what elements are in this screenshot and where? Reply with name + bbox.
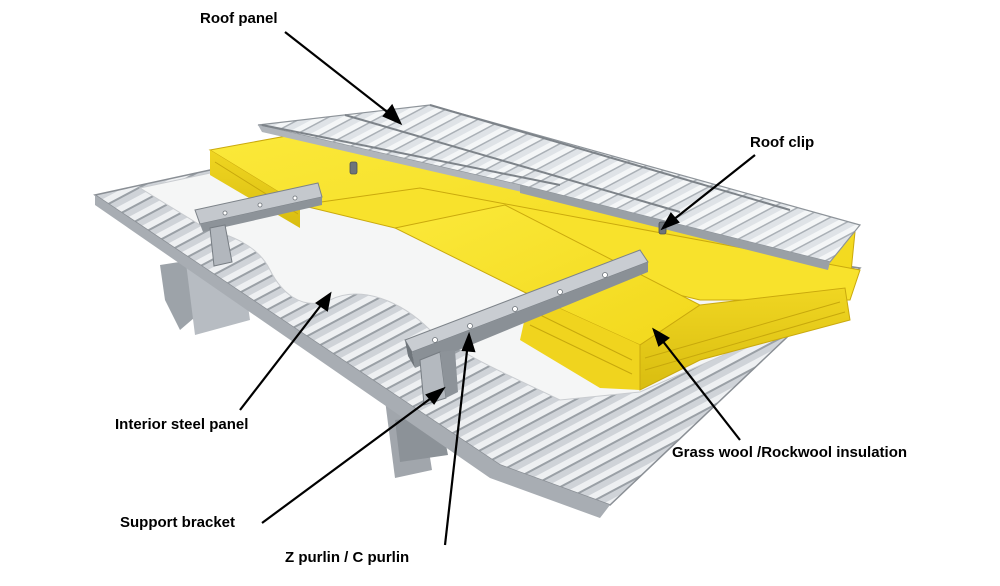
- label-roof-panel: Roof panel: [200, 10, 278, 27]
- label-support-bracket: Support bracket: [120, 514, 236, 531]
- roof-panel: [257, 104, 862, 270]
- label-insulation: Grass wool /Rockwool insulation: [672, 444, 908, 461]
- support-brackets: [209, 224, 458, 406]
- label-roof-clip: Roof clip: [750, 134, 815, 151]
- leader-lines: [239, 31, 756, 546]
- label-interior-steel-panel: Interior steel panel: [115, 416, 249, 433]
- label-purlin: Z purlin / C purlin: [285, 549, 410, 566]
